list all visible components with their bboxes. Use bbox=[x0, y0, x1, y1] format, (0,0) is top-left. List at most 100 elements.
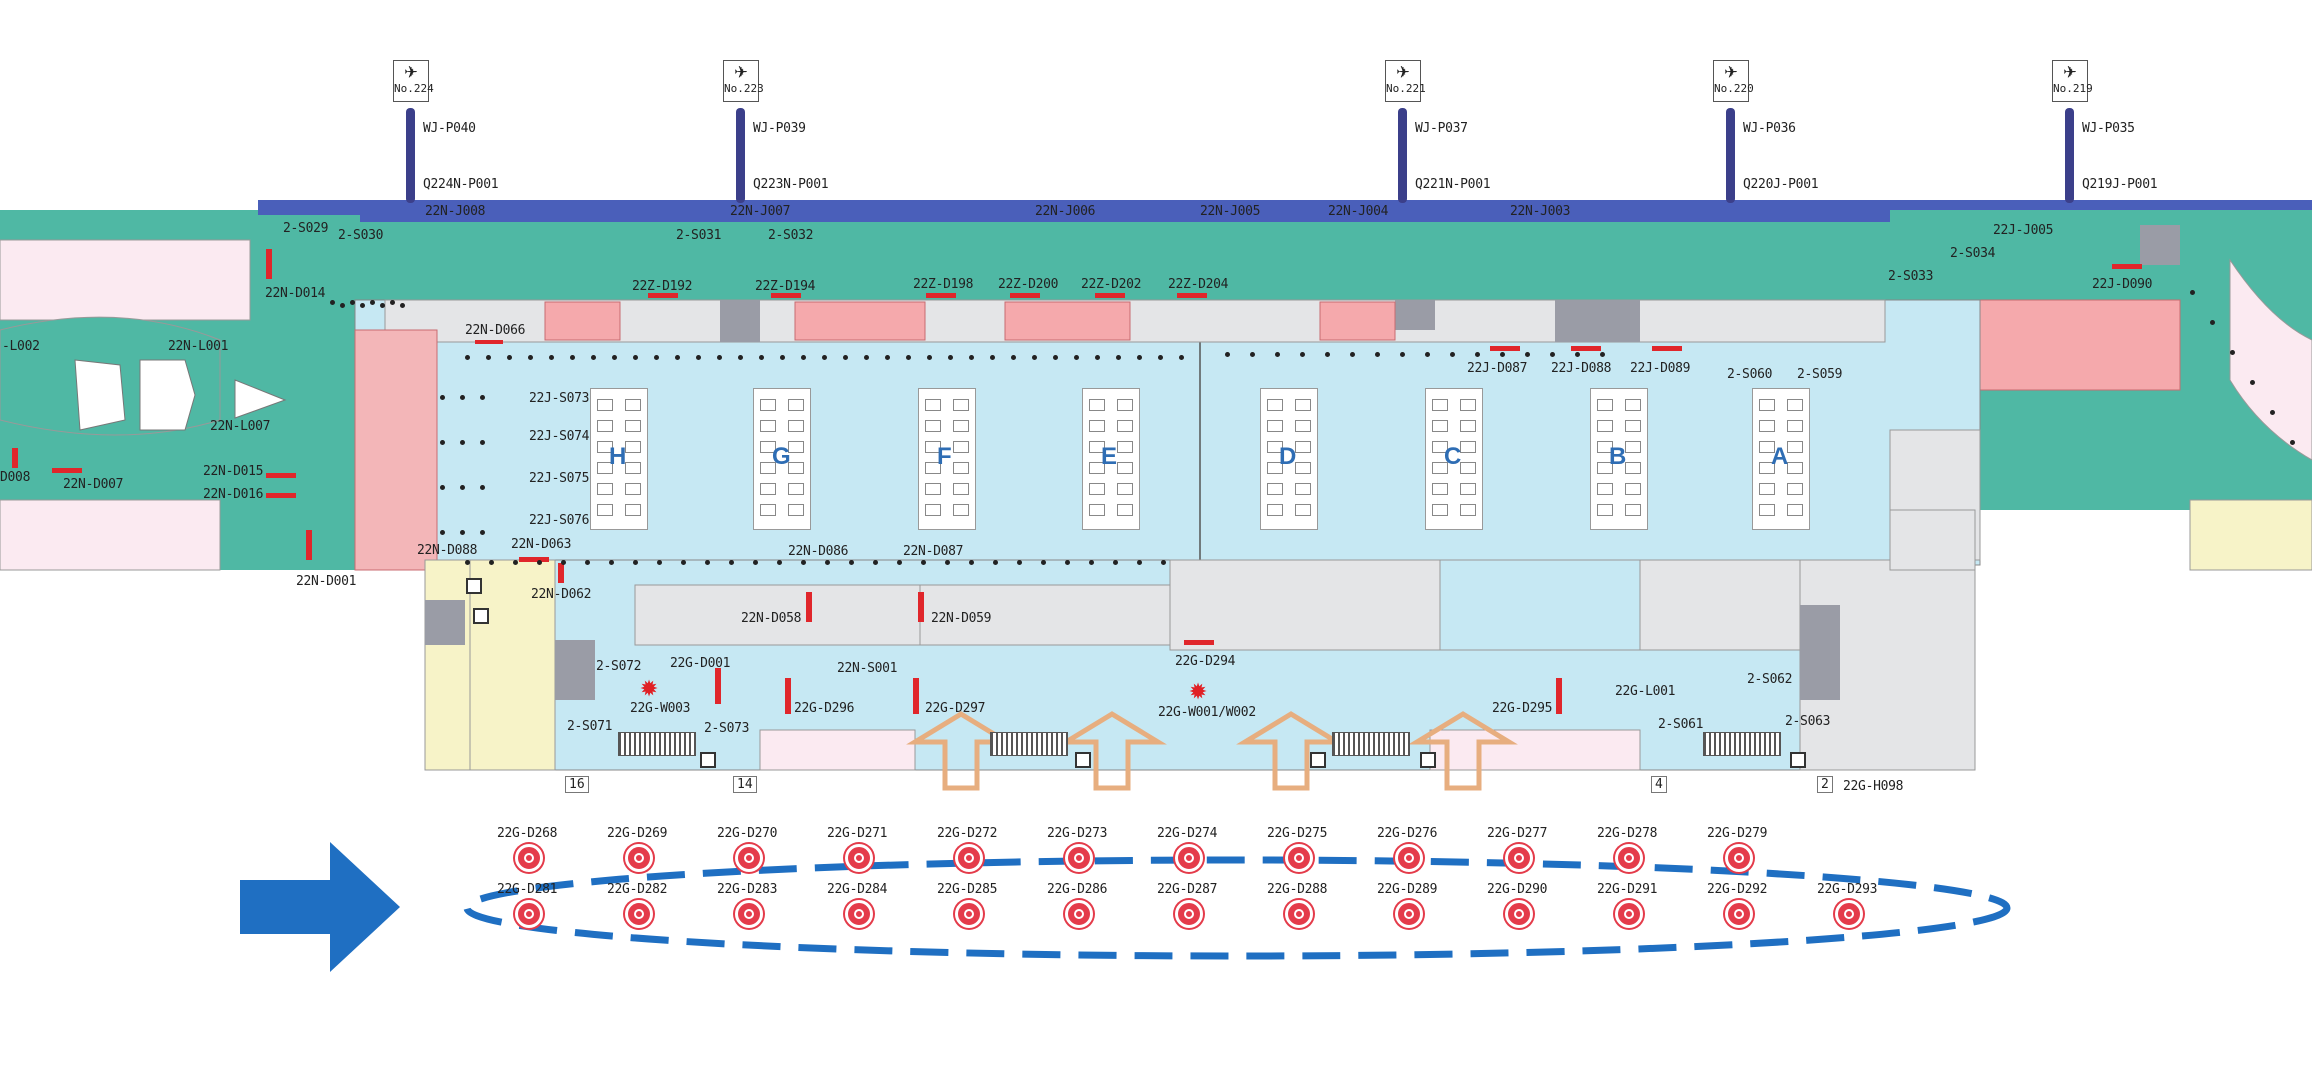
label-d001: 22N-D001 bbox=[296, 574, 357, 589]
marker-bar bbox=[2112, 264, 2142, 269]
counter-desk bbox=[1432, 504, 1448, 516]
gate-q-label: Q223N-P001 bbox=[753, 177, 829, 192]
counter-desk bbox=[953, 399, 969, 411]
pillar bbox=[1095, 355, 1100, 360]
counter-desk bbox=[625, 399, 641, 411]
counter-desk bbox=[1460, 399, 1476, 411]
counter-desk bbox=[1117, 399, 1133, 411]
shop-3 bbox=[1004, 301, 1131, 341]
bus-stop-icon bbox=[955, 900, 983, 928]
marker-bar bbox=[1177, 293, 1207, 298]
airplane-icon: ✈ bbox=[734, 59, 748, 84]
pillar bbox=[350, 300, 355, 305]
pillar bbox=[633, 560, 638, 565]
marker-bar bbox=[913, 678, 919, 714]
bus-stop-label: 22G-D277 bbox=[1487, 826, 1548, 841]
left-building-bottom bbox=[0, 499, 221, 571]
zone-label-D: D bbox=[1279, 443, 1297, 470]
marker-bar bbox=[715, 668, 721, 704]
pillar bbox=[465, 560, 470, 565]
counter-desk bbox=[597, 399, 613, 411]
pillar bbox=[1137, 560, 1142, 565]
counter-desk bbox=[1759, 462, 1775, 474]
check-in-counter-G bbox=[753, 388, 811, 530]
counter-desk bbox=[1787, 441, 1803, 453]
counter-desk bbox=[1759, 483, 1775, 495]
gate-number: No.220 bbox=[1714, 82, 1754, 95]
bus-stop-label: 22G-D282 bbox=[607, 882, 668, 897]
pillar bbox=[990, 355, 995, 360]
counter-desk bbox=[1787, 483, 1803, 495]
counter-desk bbox=[788, 462, 804, 474]
zone-label-H: H bbox=[609, 443, 627, 470]
counter-desk bbox=[1295, 420, 1311, 432]
counter-desk bbox=[1267, 399, 1283, 411]
pillar bbox=[1575, 352, 1580, 357]
bus-stop-label: 22G-D288 bbox=[1267, 882, 1328, 897]
pillar bbox=[528, 355, 533, 360]
bus-stop-label: 22G-D279 bbox=[1707, 826, 1768, 841]
red-star-icon: ✹ bbox=[640, 669, 659, 704]
pillar bbox=[906, 355, 911, 360]
label-d062: 22N-D062 bbox=[531, 587, 592, 602]
label-j088: 22J-D088 bbox=[1551, 361, 1612, 376]
left-building-top bbox=[0, 239, 251, 321]
bus-stop-icon bbox=[1285, 900, 1313, 928]
pillar bbox=[2230, 350, 2235, 355]
label-d296: 22G-D296 bbox=[794, 701, 855, 716]
label-w003: 22G-W003 bbox=[630, 701, 691, 716]
label-s062: 2-S062 bbox=[1747, 672, 1793, 687]
counter-desk bbox=[625, 441, 641, 453]
check-in-counter-A bbox=[1752, 388, 1810, 530]
pier-label: 22N-J007 bbox=[730, 204, 791, 219]
pillar bbox=[1032, 355, 1037, 360]
pillar bbox=[460, 440, 465, 445]
check-in-counter-H bbox=[590, 388, 648, 530]
label-s071: 2-S071 bbox=[567, 719, 613, 734]
label-s073: 2-S073 bbox=[704, 721, 750, 736]
pillar bbox=[873, 560, 878, 565]
counter-desk bbox=[1267, 441, 1283, 453]
counter-desk bbox=[1460, 504, 1476, 516]
counter-desk bbox=[1460, 462, 1476, 474]
bus-stop-icon bbox=[735, 844, 763, 872]
pillar bbox=[400, 303, 405, 308]
pier-label: 22N-J003 bbox=[1510, 204, 1571, 219]
pillar bbox=[460, 485, 465, 490]
bus-stop-label: 22G-D292 bbox=[1707, 882, 1768, 897]
bus-stop-label: 22G-D285 bbox=[937, 882, 998, 897]
lockers-area bbox=[1439, 559, 1641, 651]
right-office bbox=[1889, 509, 1976, 571]
counter-desk bbox=[1787, 420, 1803, 432]
bus-stop-icon bbox=[735, 900, 763, 928]
counter-desk bbox=[597, 483, 613, 495]
pillar bbox=[864, 355, 869, 360]
pillar bbox=[1011, 355, 1016, 360]
red-star-icon: ✹ bbox=[1189, 672, 1208, 707]
stairway bbox=[1332, 732, 1410, 756]
pillar bbox=[480, 485, 485, 490]
gate-sign-1: ✈No.224 bbox=[393, 60, 434, 102]
label-d007: 22N-D007 bbox=[63, 477, 124, 492]
bus-stop-label: 22G-D278 bbox=[1597, 826, 1658, 841]
entrance-arrow-3-icon bbox=[1236, 711, 1346, 791]
counter-desk bbox=[1295, 483, 1311, 495]
gate-p-label: WJ-P039 bbox=[753, 121, 806, 136]
pillar bbox=[440, 485, 445, 490]
marker-bar bbox=[1184, 640, 1214, 645]
pillar bbox=[2290, 440, 2295, 445]
pillar bbox=[801, 355, 806, 360]
label-d198: 22Z-D198 bbox=[913, 277, 974, 292]
pillar bbox=[945, 560, 950, 565]
counter-desk bbox=[1117, 504, 1133, 516]
label-s059: 2-S059 bbox=[1797, 367, 1843, 382]
label-j087: 22J-D087 bbox=[1467, 361, 1528, 376]
pier-label: 22J-J005 bbox=[1993, 223, 2054, 238]
bus-stop-icon bbox=[1175, 844, 1203, 872]
label-s033: 2-S033 bbox=[1888, 269, 1934, 284]
label-s061: 2-S061 bbox=[1658, 717, 1704, 732]
counter-desk bbox=[1787, 504, 1803, 516]
gate-q-label: Q224N-P001 bbox=[423, 177, 499, 192]
pillar bbox=[1350, 352, 1355, 357]
counter-desk bbox=[925, 441, 941, 453]
